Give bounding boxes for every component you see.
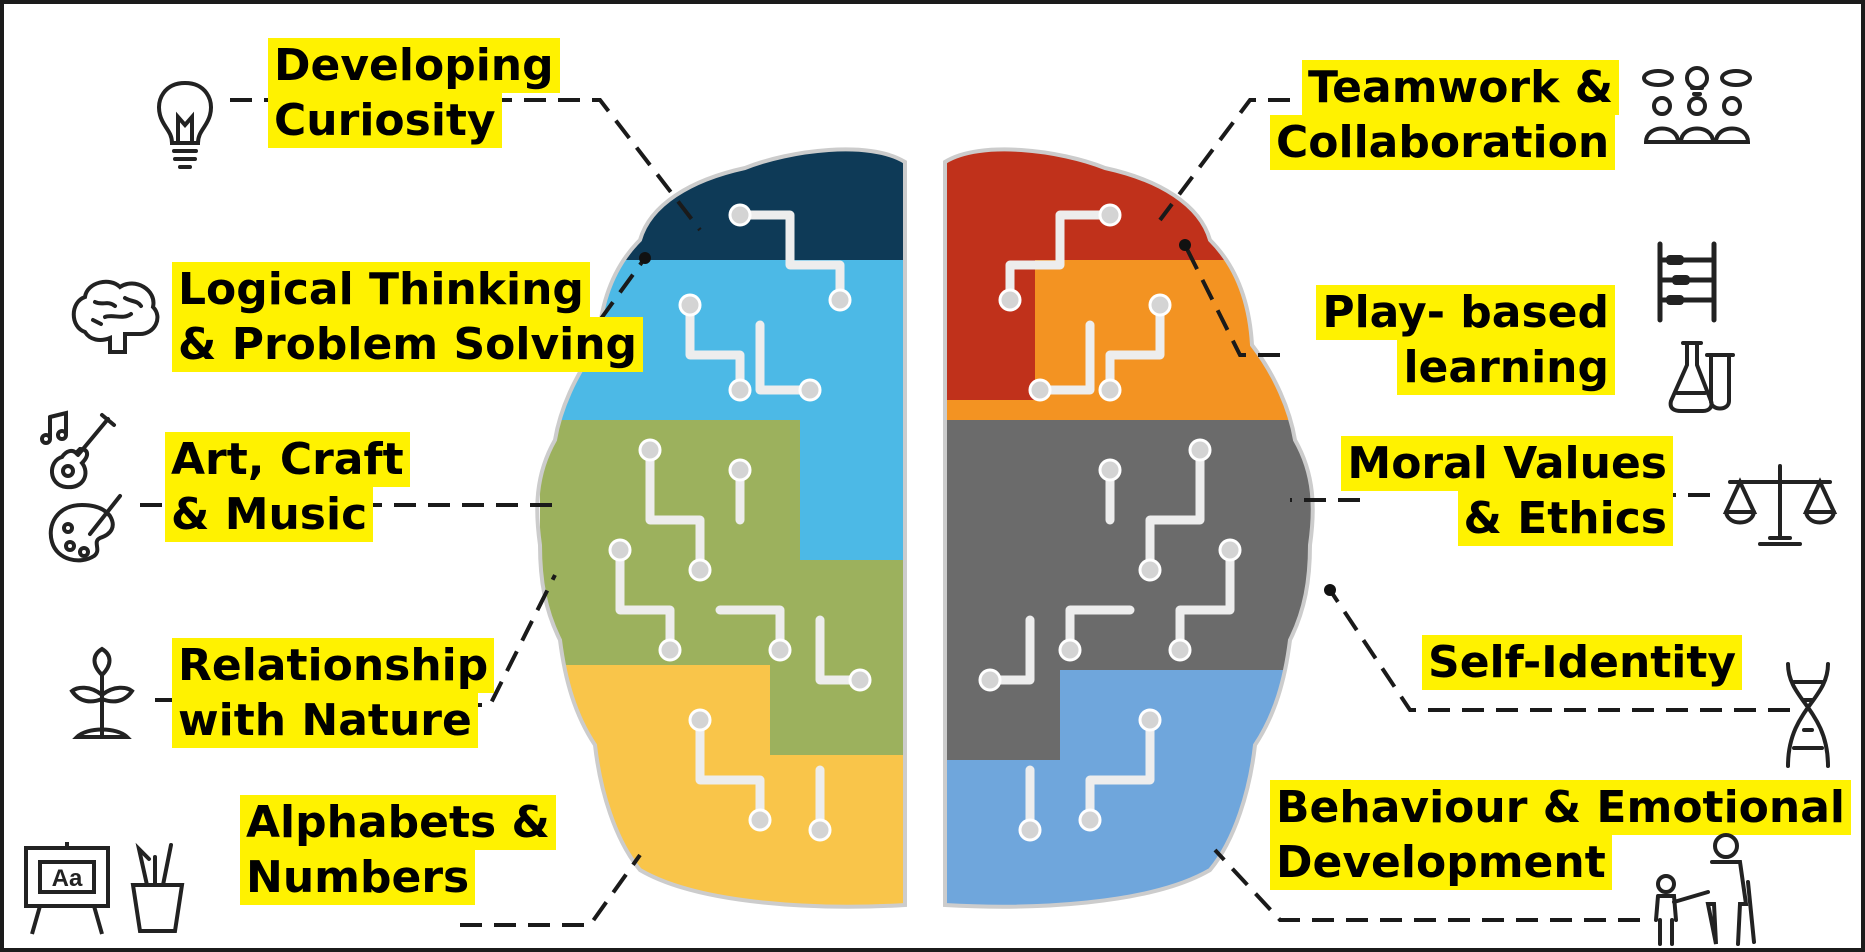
plant-icon <box>69 646 135 739</box>
family-icon <box>1654 833 1756 946</box>
label-line: Logical Thinking <box>172 262 590 317</box>
label-line: Moral Values <box>1341 436 1673 491</box>
lightbulb-icon <box>157 80 213 169</box>
label-teamwork-collaboration: Teamwork & Collaboration <box>1270 60 1620 170</box>
connector-lines <box>140 98 1790 927</box>
abacus-icon <box>1657 241 1717 323</box>
circuit-traces <box>615 210 1235 835</box>
label-line: Developing <box>268 38 560 93</box>
label-line: Art, Craft <box>165 432 410 487</box>
label-alphabets-numbers: Alphabets & Numbers <box>240 795 556 905</box>
brain-icon <box>71 279 160 354</box>
flask-icon <box>1668 341 1735 413</box>
label-behaviour-emotional: Behaviour & Emotional Development <box>1270 780 1851 890</box>
guitar-icon <box>40 410 116 490</box>
label-line: Collaboration <box>1270 115 1616 170</box>
label-line: Play- based <box>1316 285 1615 340</box>
label-line: & Ethics <box>1457 491 1673 546</box>
label-line: Teamwork & <box>1302 60 1620 115</box>
label-line: Relationship <box>172 638 495 693</box>
dna-icon <box>1786 662 1830 768</box>
label-self-identity: Self-Identity <box>1422 635 1743 690</box>
connector-dots <box>639 239 1336 596</box>
label-line: with Nature <box>172 693 478 748</box>
alphabet-board-icon: Aa <box>24 842 110 935</box>
label-line: learning <box>1397 340 1615 395</box>
label-relationship-nature: Relationship with Nature <box>172 638 495 748</box>
label-line: Curiosity <box>268 93 502 148</box>
palette-icon <box>48 494 122 563</box>
label-art-craft-music: Art, Craft & Music <box>165 432 410 542</box>
scales-icon <box>1722 464 1838 546</box>
label-developing-curiosity: Developing Curiosity <box>268 38 560 148</box>
label-line: Numbers <box>240 850 476 905</box>
label-line: Alphabets & <box>240 795 556 850</box>
svg-text:Aa: Aa <box>52 865 83 892</box>
label-line: Self-Identity <box>1422 635 1743 690</box>
label-line: & Music <box>165 487 374 542</box>
label-moral-values-ethics: Moral Values & Ethics <box>1341 436 1673 546</box>
label-line: & Problem Solving <box>172 317 644 372</box>
team-icon <box>1642 66 1752 144</box>
brain-right-outline <box>943 147 1315 909</box>
brush-cup-icon <box>130 842 185 933</box>
label-play-based-learning: Play- based learning <box>1316 285 1615 395</box>
circuit-nodes <box>608 203 1242 842</box>
label-line: Development <box>1270 835 1612 890</box>
label-logical-thinking: Logical Thinking & Problem Solving <box>172 262 644 372</box>
label-line: Behaviour & Emotional <box>1270 780 1851 835</box>
